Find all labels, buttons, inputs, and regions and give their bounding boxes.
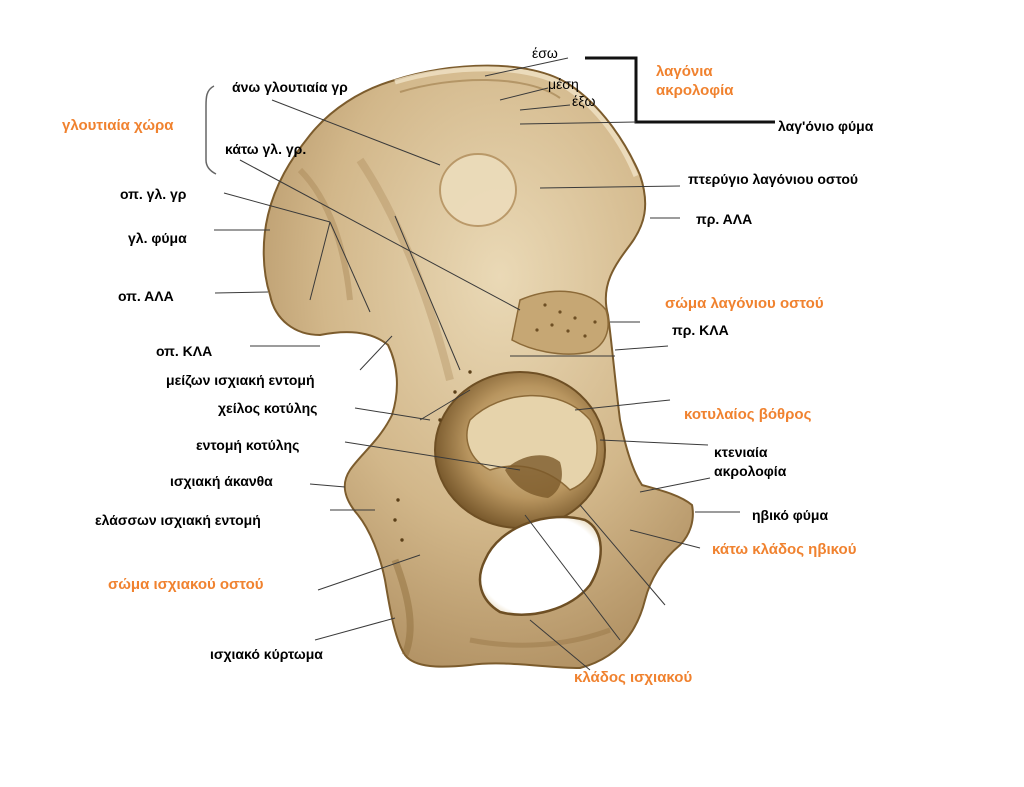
- label-lesser-sciatic-notch: ελάσσων ισχιακή εντομή: [95, 512, 261, 528]
- hip-bone-silhouette: [262, 64, 694, 670]
- label-anterior-gluteal-line: άνω γλουτιαία γρ: [232, 79, 348, 95]
- gluteal-region-bracket: [205, 85, 217, 175]
- label-ischial-tuberosity: ισχιακό κύρτωμα: [210, 646, 323, 662]
- label-posterior-gluteal-line: οπ. γλ. γρ: [120, 186, 187, 202]
- label-acetabular-rim: χείλος κοτύλης: [218, 400, 318, 416]
- label-asis: πρ. ΑΛΑ: [696, 211, 753, 227]
- label-piis: οπ. ΚΛΑ: [156, 343, 213, 359]
- label-mesi: μέση: [548, 76, 579, 92]
- label-pubic-tubercle: ηβικό φύμα: [752, 507, 829, 523]
- label-acetabular-fossa: κοτυλαίος βόθρος: [684, 406, 812, 423]
- label-ischial-spine: ισχιακή άκανθα: [170, 473, 273, 489]
- label-exo: έξω: [572, 93, 596, 109]
- label-iliac-tubercle: λαγ'όνιο φύμα: [778, 118, 874, 134]
- label-iliac-crest: λαγόνια ακρολοφία: [656, 63, 734, 99]
- label-inferior-gluteal-line: κάτω γλ. γρ.: [225, 141, 307, 157]
- label-pectineal-line: κτενιαία ακρολοφία: [714, 444, 787, 479]
- label-body-of-ilium: σώμα λαγόνιου οστού: [665, 295, 824, 312]
- label-iliac-wing: πτερύγιο λαγόνιου οστού: [688, 171, 859, 187]
- leader-lines: [214, 57, 740, 671]
- label-aiis: πρ. ΚΛΑ: [672, 322, 729, 338]
- label-inferior-pubic-ramus: κάτω κλάδος ηβικού: [712, 541, 857, 558]
- label-eso: έσω: [532, 45, 558, 61]
- label-gluteal-region: γλουτιαία χώρα: [62, 117, 174, 134]
- obturator-foramen: [478, 515, 602, 616]
- label-psis: οπ. ΑΛΑ: [118, 288, 174, 304]
- label-body-of-ischium: σώμα ισχιακού οστού: [108, 576, 264, 593]
- label-acetabular-notch: εντομή κοτύλης: [196, 437, 300, 453]
- label-ischial-ramus: κλάδος ισχιακού: [574, 669, 693, 686]
- iliac-crest-bracket: [585, 56, 775, 124]
- label-greater-sciatic-notch: μείζων ισχιακή εντομή: [166, 372, 315, 388]
- label-gluteal-tubercle: γλ. φύμα: [128, 230, 187, 246]
